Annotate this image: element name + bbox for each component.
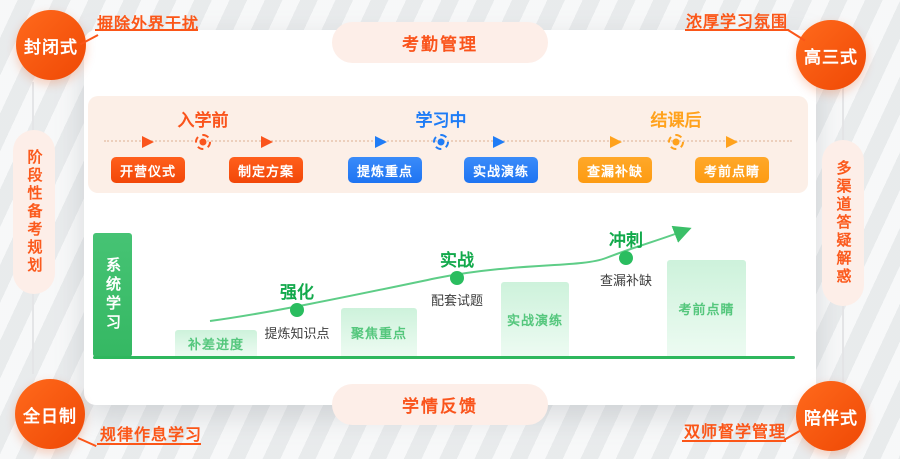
chart-baseline xyxy=(93,356,795,359)
axis-systematic-study: 系统学习 xyxy=(93,233,132,357)
callout-connector xyxy=(783,429,802,441)
milestone-dot-icon xyxy=(450,271,464,285)
step-chip-final-coaching: 考前点睛 xyxy=(695,157,769,183)
milestone-sub-fill-gaps: 查漏补缺 xyxy=(599,273,653,288)
callout-underline xyxy=(95,29,198,31)
callout-connector xyxy=(77,437,97,448)
badge-closed-mode: 封闭式 xyxy=(16,10,86,80)
stage-bar-catch-up: 补差进度 xyxy=(175,330,257,356)
step-chip-practice-drill: 实战演练 xyxy=(464,157,538,183)
phase-marker-icon xyxy=(195,134,211,150)
arrow-right-icon xyxy=(261,136,273,148)
pill-multichannel-qa: 多渠道答疑解惑 xyxy=(822,140,864,306)
badge-senior-mode: 高三式 xyxy=(796,20,866,90)
milestone-reinforce: 强化 xyxy=(280,283,314,302)
callout-top-left: 摒除外界干扰 xyxy=(97,16,200,33)
milestone-sub-refine-knowledge: 提炼知识点 xyxy=(264,326,330,341)
main-card: 入学前 学习中 结课后 开营仪式 制定方案 提炼重点 实战演练 查漏补缺 考前点… xyxy=(84,30,816,405)
callout-top-right: 浓厚学习氛围 xyxy=(686,14,789,31)
callout-underline xyxy=(685,29,789,31)
callout-underline xyxy=(97,443,201,445)
arrow-right-icon xyxy=(142,136,154,148)
phase-after-course: 结课后 xyxy=(650,111,702,130)
arrow-right-icon xyxy=(493,136,505,148)
step-chip-make-plan: 制定方案 xyxy=(229,157,303,183)
badge-fulltime-mode: 全日制 xyxy=(15,379,85,449)
arrow-right-icon xyxy=(610,136,622,148)
pill-learning-feedback: 学情反馈 xyxy=(332,384,548,425)
callout-bottom-left: 规律作息学习 xyxy=(100,427,203,444)
phase-marker-icon xyxy=(668,134,684,150)
step-chip-opening-ceremony: 开营仪式 xyxy=(111,157,185,183)
arrow-right-icon xyxy=(726,136,738,148)
phase-during-study: 学习中 xyxy=(415,111,467,130)
phase-before-enrollment: 入学前 xyxy=(177,111,229,130)
callout-bottom-right: 双师督学管理 xyxy=(684,424,787,441)
step-chip-extract-key-points: 提炼重点 xyxy=(348,157,422,183)
step-chip-fill-gaps: 查漏补缺 xyxy=(578,157,652,183)
milestone-dot-icon xyxy=(619,251,633,265)
milestone-practice: 实战 xyxy=(440,251,474,270)
pill-attendance-management: 考勤管理 xyxy=(332,22,548,63)
pill-staged-exam-planning: 阶段性备考规划 xyxy=(13,130,55,294)
badge-companion-mode: 陪伴式 xyxy=(796,381,866,451)
phase-marker-icon xyxy=(433,134,449,150)
stage-bar-practice: 实战演练 xyxy=(501,282,569,356)
milestone-sub-matching-exercises: 配套试题 xyxy=(430,293,484,308)
stage-bar-final-coaching: 考前点睛 xyxy=(667,260,746,356)
stage-bar-focus-keypoints: 聚焦重点 xyxy=(341,308,417,356)
arrow-right-icon xyxy=(375,136,387,148)
milestone-dot-icon xyxy=(290,303,304,317)
milestone-sprint: 冲刺 xyxy=(609,231,643,250)
callout-underline xyxy=(682,440,786,442)
